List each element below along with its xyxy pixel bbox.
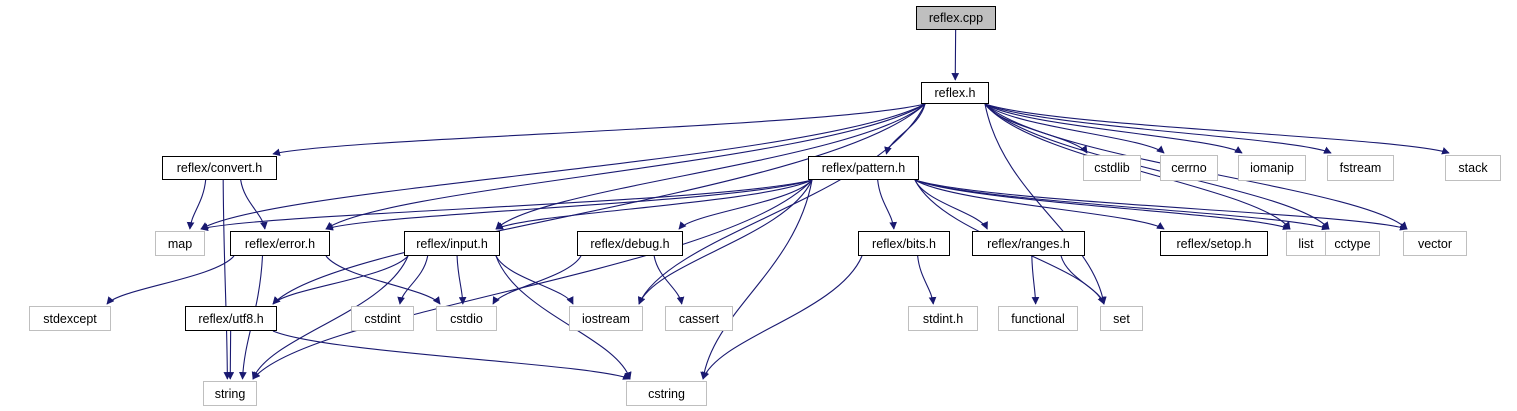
edge-reflex_h-to-input_h (495, 103, 926, 230)
node-reflex-ranges-h[interactable]: reflex/ranges.h (972, 231, 1085, 256)
edge-input_h-to-cstdio (456, 255, 467, 305)
node-reflex-debug-h[interactable]: reflex/debug.h (577, 231, 683, 256)
edge-reflex_h-to-set (984, 103, 1107, 305)
edge-convert_h-to-error_h (240, 179, 268, 230)
edge-reflex_h-to-fstream (984, 103, 1332, 154)
node-stdint-h: stdint.h (908, 306, 978, 331)
edge-reflex_h-to-list (984, 103, 1291, 230)
edge-reflex_h-to-convert_h (272, 103, 926, 157)
edge-reflex_h-to-iomanip (984, 103, 1243, 154)
edge-pattern_h-to-input_h (495, 179, 813, 230)
edge-pattern_h-to-cctype (914, 179, 1330, 231)
node-vector: vector (1403, 231, 1467, 256)
node-iostream: iostream (569, 306, 643, 331)
edge-reflex_h-to-iostream (638, 103, 926, 305)
edge-input_h-to-cstdint (397, 255, 429, 305)
node-reflex-h[interactable]: reflex.h (921, 82, 989, 104)
edge-pattern_h-to-debug_h (678, 179, 813, 230)
node-cstdlib: cstdlib (1083, 155, 1141, 181)
edge-pattern_h-to-vector (914, 179, 1408, 231)
node-stdexcept: stdexcept (29, 306, 111, 331)
node-reflex-error-h[interactable]: reflex/error.h (230, 231, 330, 256)
edge-error_h-to-stdexcept (106, 255, 235, 305)
edge-input_h-to-cstring (495, 255, 632, 380)
node-reflex-pattern-h[interactable]: reflex/pattern.h (808, 156, 919, 180)
node-set: set (1100, 306, 1143, 331)
edge-input_h-to-utf8_h (272, 255, 409, 305)
edge-reflex_h-to-pattern_h (884, 103, 926, 155)
edge-utf8_h-to-cstring (272, 330, 631, 380)
edge-ranges_h-to-functional (1031, 255, 1040, 305)
edge-convert_h-to-string (222, 179, 232, 380)
node-cerrno: cerrno (1160, 155, 1218, 181)
node-reflex-setop-h[interactable]: reflex/setop.h (1160, 231, 1268, 256)
node-reflex-convert-h[interactable]: reflex/convert.h (162, 156, 277, 180)
node-iomanip: iomanip (1238, 155, 1306, 181)
edge-debug_h-to-cstdio (492, 255, 582, 305)
node-cctype: cctype (1325, 231, 1380, 256)
node-functional: functional (998, 306, 1078, 331)
node-reflex-bits-h[interactable]: reflex/bits.h (858, 231, 950, 256)
node-reflex-utf8-h[interactable]: reflex/utf8.h (185, 306, 277, 331)
edge-error_h-to-cstdio (325, 255, 441, 305)
edge-pattern_h-to-bits_h (877, 179, 897, 230)
node-map: map (155, 231, 205, 256)
edge-reflex_h-to-cerrno (984, 103, 1165, 154)
node-stack: stack (1445, 155, 1501, 181)
node-string: string (203, 381, 257, 406)
node-fstream: fstream (1327, 155, 1394, 181)
node-cassert: cassert (665, 306, 733, 331)
edge-pattern_h-to-setop_h (914, 179, 1165, 230)
edge-reflex_h-to-cstdlib (984, 103, 1088, 154)
node-reflex-input-h[interactable]: reflex/input.h (404, 231, 500, 256)
node-cstring: cstring (626, 381, 707, 406)
edge-reflex_h-to-error_h (325, 103, 926, 230)
edge-ranges_h-to-set (1060, 255, 1106, 305)
edge-reflex_h-to-utf8_h (272, 103, 926, 305)
edge-bits_h-to-cstring (701, 255, 863, 380)
edge-reflex_h-to-map (200, 103, 926, 230)
edge-pattern_h-to-map (200, 179, 813, 231)
edge-reflex_h-to-stack (984, 103, 1450, 155)
edge-pattern_h-to-iostream (638, 179, 813, 305)
edge-input_h-to-iostream (495, 255, 574, 305)
node-cstdint: cstdint (351, 306, 414, 331)
edge-debug_h-to-cassert (653, 255, 685, 305)
edge-input_h-to-string (251, 255, 409, 380)
edge-pattern_h-to-error_h (325, 179, 813, 231)
node-list: list (1286, 231, 1326, 256)
edge-convert_h-to-map (186, 179, 207, 230)
edge-pattern_h-to-string (252, 179, 813, 380)
node-reflex-cpp: reflex.cpp (916, 6, 996, 30)
edge-pattern_h-to-cstring (700, 179, 813, 380)
edge-bits_h-to-stdint_h (917, 255, 937, 305)
node-cstdio: cstdio (436, 306, 497, 331)
